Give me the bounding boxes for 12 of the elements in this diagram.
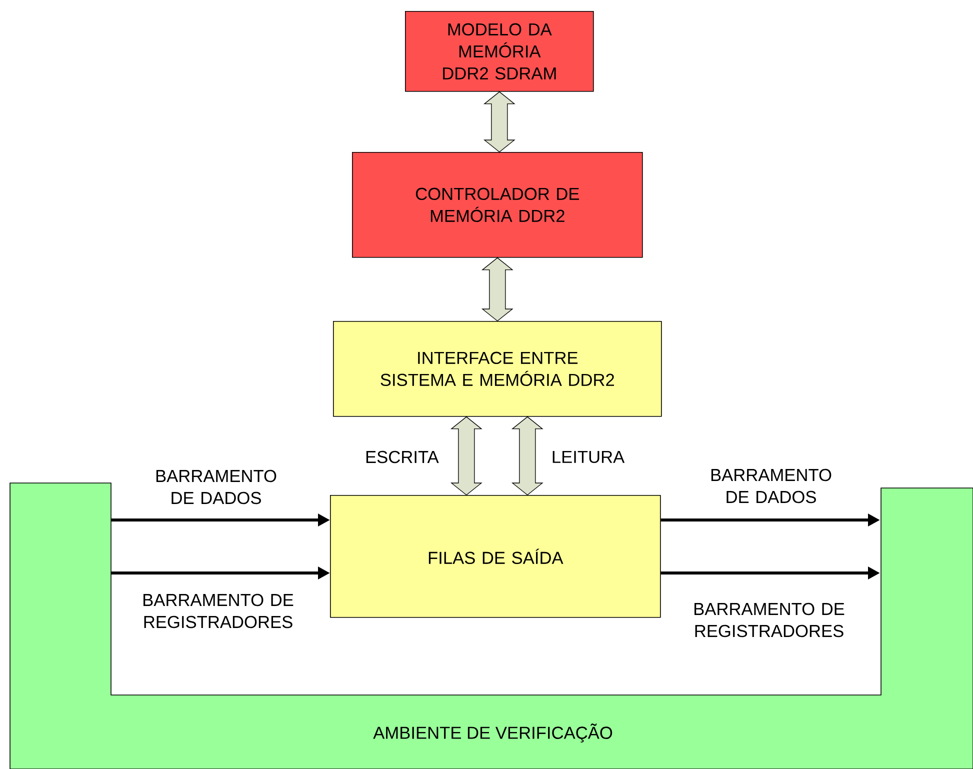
interface-box: INTERFACE ENTRE SISTEMA E MEMÓRIA DDR2 [333,321,662,417]
queue-box: FILAS DE SAÍDA [330,495,661,618]
double-arrow [481,257,514,322]
double-arrow [450,416,482,496]
double-arrow [511,416,544,496]
double-arrow [483,91,516,152]
edge-label: ESCRITA [366,450,439,464]
edge-label: BARRAMENTO DE REGISTRADORES [694,602,844,638]
edge-label: BARRAMENTO DE REGISTRADORES [144,594,294,628]
controller-box: CONTROLADOR DE MEMÓRIA DDR2 [352,152,643,258]
memory-model-box: MODELO DA MEMÓRIA DDR2 SDRAM [405,11,594,92]
edge-label: LEITURA [552,450,625,464]
